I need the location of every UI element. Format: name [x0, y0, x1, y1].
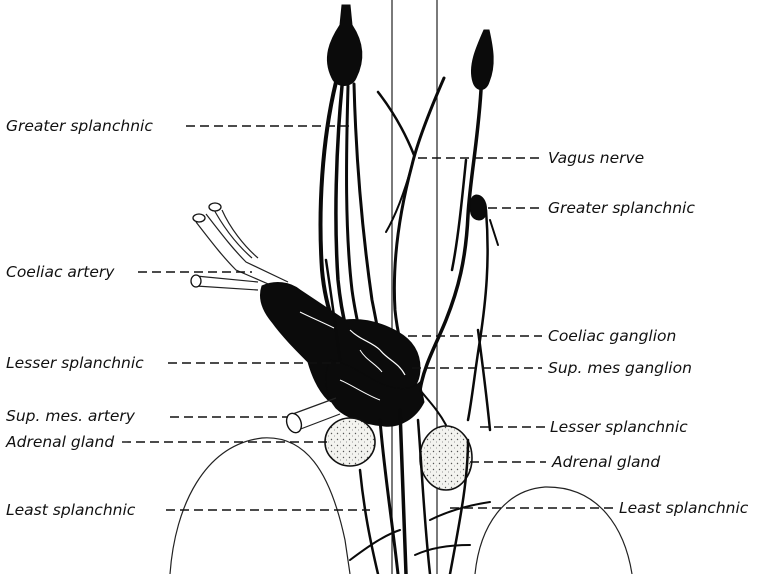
- label-least-splanchnic-right: Least splanchnic: [619, 499, 749, 517]
- kidney-outline-right: [475, 487, 632, 574]
- coeliac-artery: [191, 203, 288, 290]
- adrenal-gland-right: [420, 426, 472, 490]
- label-coeliac-artery: Coeliac artery: [6, 263, 115, 281]
- label-least-splanchnic-left: Least splanchnic: [6, 501, 136, 519]
- label-sup-mes-ganglion: Sup. mes ganglion: [548, 359, 692, 377]
- label-coeliac-ganglion: Coeliac ganglion: [548, 327, 676, 345]
- label-adrenal-gland-left: Adrenal gland: [5, 433, 114, 451]
- label-lesser-splanchnic-right: Lesser splanchnic: [550, 418, 688, 436]
- label-greater-splanchnic-left: Greater splanchnic: [6, 117, 153, 135]
- vagus-nerve: [378, 78, 444, 350]
- thoracic-ganglion-right: [471, 30, 493, 90]
- greater-splanchnic-nerve-right: [420, 90, 498, 430]
- label-vagus-nerve: Vagus nerve: [548, 149, 644, 167]
- label-greater-splanchnic-right: Greater splanchnic: [548, 199, 695, 217]
- label-sup-mes-artery: Sup. mes. artery: [6, 407, 136, 425]
- thoracic-ganglion-left: [327, 5, 361, 86]
- label-lesser-splanchnic-left: Lesser splanchnic: [6, 354, 144, 372]
- adrenal-gland-left: [325, 418, 375, 466]
- kidney-outline-left: [170, 438, 350, 574]
- label-adrenal-gland-right: Adrenal gland: [551, 453, 660, 471]
